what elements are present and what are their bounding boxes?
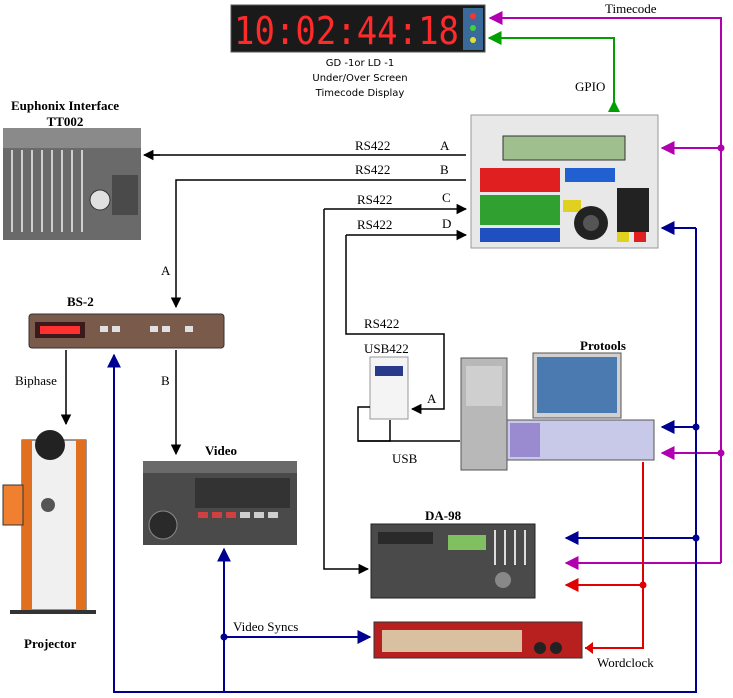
wordclock-label: Wordclock (597, 655, 654, 670)
euphonix-console-image (3, 128, 141, 240)
bs2-input-a-label: A (161, 263, 171, 278)
display-digits: 10:02:44:18 (234, 9, 459, 53)
euphonix-model: TT002 (46, 114, 84, 129)
video-syncs-label: Video Syncs (233, 619, 299, 634)
bs2-unit-image (28, 313, 225, 349)
port-d-label: D (442, 216, 452, 231)
biphase-label: Biphase (15, 373, 57, 388)
rs422-usb-label: RS422 (364, 316, 400, 331)
rs422-b-label: RS422 (355, 162, 391, 177)
euphonix-title: Euphonix Interface (11, 98, 119, 113)
bs2-title: BS-2 (67, 294, 94, 309)
projector-image (2, 430, 96, 614)
video-sync-connections (107, 221, 697, 693)
timecode-label: Timecode (605, 1, 657, 16)
rs422-a-label: RS422 (355, 138, 391, 153)
wordclock-connections (564, 462, 644, 649)
video-title: Video (205, 443, 238, 458)
protools-workstation-image (460, 352, 655, 471)
usb422-adapter-image (369, 356, 409, 420)
projector-label: Projector (24, 636, 77, 651)
sync-controller-image (470, 114, 659, 249)
bs2-output-b-label: B (161, 373, 170, 388)
gpio-label: GPIO (575, 79, 606, 94)
rs422-b-line (170, 179, 466, 309)
display-caption-1: GD -1or LD -1 (325, 58, 395, 69)
port-a-label: A (440, 138, 450, 153)
gpio-arrow-up (608, 100, 620, 112)
port-c-label: C (442, 190, 451, 205)
gpio-line (487, 31, 615, 112)
rs422-connections (60, 149, 468, 575)
rs422-c-label: RS422 (357, 192, 393, 207)
timecode-connections (488, 11, 722, 570)
rs422-d-line (345, 235, 445, 415)
timecode-display: 10:02:44:18 (230, 4, 486, 53)
usb-label: USB (392, 451, 418, 466)
usb422-port-a-label: A (427, 391, 437, 406)
wordclock-generator-image (373, 621, 583, 659)
rs422-d-label: RS422 (357, 217, 393, 232)
usb422-title: USB422 (364, 341, 409, 356)
protools-title: Protools (580, 338, 626, 353)
display-caption-2: Under/Over Screen (312, 73, 408, 84)
wordclock-arrow-in (585, 642, 593, 654)
rs422-c-line (323, 209, 370, 575)
port-b-label: B (440, 162, 449, 177)
da98-title: DA-98 (425, 508, 462, 523)
da98-image (370, 523, 536, 599)
display-caption-3: Timecode Display (315, 88, 405, 99)
video-deck-image (143, 461, 297, 545)
